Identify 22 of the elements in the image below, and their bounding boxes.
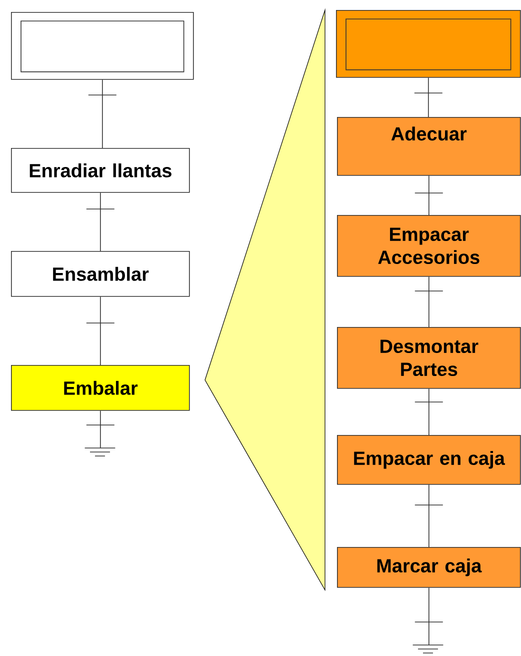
ground-symbol xyxy=(84,448,116,456)
transition-line xyxy=(86,296,115,366)
step-box: Embalar xyxy=(11,365,190,411)
transition-line xyxy=(86,410,115,448)
step-box: Ensamblar xyxy=(11,251,190,297)
transition-line xyxy=(414,388,444,436)
step-box: Desmontar Partes xyxy=(337,327,521,389)
transition-line xyxy=(86,192,115,252)
transition-line xyxy=(414,484,444,548)
initial-step-box xyxy=(336,10,521,78)
transition-line xyxy=(414,276,444,328)
step-box: Marcar caja xyxy=(337,547,521,588)
step-box: Empacar en caja xyxy=(337,435,521,485)
ground-symbol xyxy=(412,644,444,654)
transition-line xyxy=(414,77,443,118)
transition-line xyxy=(414,175,444,216)
initial-step-box xyxy=(11,12,194,80)
transition-line xyxy=(88,79,117,148)
step-box: Enradiar llantas xyxy=(11,148,190,193)
step-box: Adecuar xyxy=(337,117,521,176)
transition-line xyxy=(414,587,444,646)
step-box: Empacar Accesorios xyxy=(337,215,521,277)
